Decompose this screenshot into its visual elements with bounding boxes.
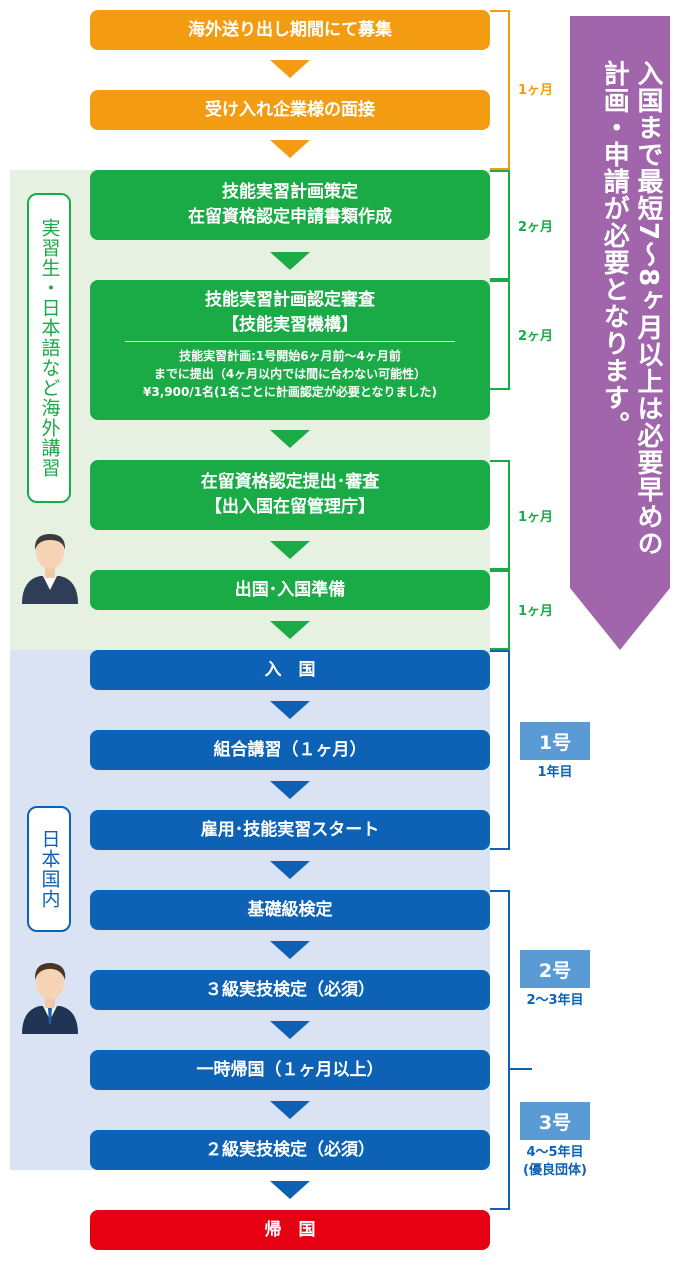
grade-2-badge: 2号 (520, 950, 590, 988)
grade-2-caption-text: 2〜3年目 (526, 993, 584, 1008)
down-arrow-icon (270, 60, 310, 78)
step-association-course: 組合講習（１ヶ月） (90, 730, 490, 770)
step-return-home-text: 帰 国 (264, 1219, 316, 1240)
grade-1-badge: 1号 (520, 722, 590, 760)
duration-label: 1ヶ月 (518, 510, 554, 525)
duration-bracket (490, 170, 510, 280)
grade-bracket (490, 650, 510, 850)
grade-3-caption: 4〜5年目 (優良団体) (500, 1144, 610, 1180)
down-arrow-icon (270, 252, 310, 270)
step-residence-application-line1: 在留資格認定提出･審査 (200, 472, 380, 493)
grade-3-caption-line2: (優良団体) (523, 1163, 587, 1179)
step-temporary-return-text: 一時帰国（１ヶ月以上） (196, 1059, 384, 1080)
grade-2-caption: 2〜3年目 (500, 992, 610, 1010)
step-grade2-exam: ２級実技検定（必須） (90, 1130, 490, 1170)
step-temporary-return: 一時帰国（１ヶ月以上） (90, 1050, 490, 1090)
step-plan-review: 技能実習計画認定審査 【技能実習機構】 技能実習計画:1号開始6ヶ月前〜4ヶ月前… (90, 280, 490, 420)
step-entry: 入 国 (90, 650, 490, 690)
duration-label: 2ヶ月 (518, 220, 554, 235)
step-residence-application-line2: 【出入国在留管理庁】 (205, 497, 375, 517)
down-arrow-icon (270, 701, 310, 719)
grade-divider-line (508, 1068, 532, 1070)
overseas-training-label-text: 実習生・日本語など海外講習 (38, 218, 61, 478)
step-employment-start-text: 雇用･技能実習スタート (200, 819, 380, 840)
person-icon (18, 528, 82, 604)
step-grade3-exam-text: ３級実技検定（必須） (205, 979, 375, 1000)
step-plan-review-note-line1: 技能実習計画:1号開始6ヶ月前〜4ヶ月前 (179, 349, 401, 364)
step-plan-preparation: 技能実習計画策定 在留資格認定申請書類作成 (90, 170, 490, 240)
step-basic-exam-text: 基礎級検定 (247, 899, 333, 920)
down-arrow-icon (270, 1021, 310, 1039)
down-arrow-icon (270, 621, 310, 639)
domestic-label-text: 日本国内 (38, 829, 61, 909)
duration-bracket (490, 460, 510, 570)
step-plan-preparation-line2: 在留資格認定申請書類作成 (188, 207, 392, 227)
step-plan-review-divider (125, 341, 455, 343)
step-plan-review-note: 技能実習計画:1号開始6ヶ月前〜4ヶ月前 までに提出（4ヶ月以内では間に合わない… (143, 347, 437, 401)
down-arrow-icon (270, 861, 310, 879)
step-recruitment-text: 海外送り出し期間にて募集 (188, 19, 392, 40)
down-arrow-icon (270, 140, 310, 158)
grade-1-caption: 1年目 (500, 764, 610, 782)
grade-3-badge: 3号 (520, 1102, 590, 1140)
duration-bracket (490, 280, 510, 390)
down-arrow-icon (270, 430, 310, 448)
down-arrow-icon (270, 781, 310, 799)
step-plan-review-note-line2: までに提出（4ヶ月以内では間に合わない可能性） (153, 367, 427, 382)
step-grade3-exam: ３級実技検定（必須） (90, 970, 490, 1010)
timeline-banner-arrow (570, 16, 670, 588)
step-entry-text: 入 国 (264, 659, 316, 680)
duration-label: 1ヶ月 (518, 604, 554, 619)
grade-3-caption-line1: 4〜5年目 (526, 1145, 584, 1160)
duration-label: 1ヶ月 (518, 83, 554, 98)
step-recruitment: 海外送り出し期間にて募集 (90, 10, 490, 50)
step-plan-review-line2: 【技能実習機構】 (222, 314, 358, 335)
person-icon (18, 958, 82, 1034)
duration-bracket (490, 570, 510, 650)
duration-bracket (490, 10, 510, 170)
down-arrow-icon (270, 941, 310, 959)
step-basic-exam: 基礎級検定 (90, 890, 490, 930)
step-departure-preparation-text: 出国･入国準備 (234, 579, 346, 600)
step-plan-preparation-line1: 技能実習計画策定 (222, 182, 358, 203)
step-interview: 受け入れ企業様の面接 (90, 90, 490, 130)
step-association-course-text: 組合講習（１ヶ月） (213, 739, 367, 760)
grade-1-caption-text: 1年目 (537, 765, 573, 780)
step-plan-review-note-line3: ¥3,900/1名(1名ごとに計画認定が必要となりました) (143, 385, 437, 400)
overseas-training-label: 実習生・日本語など海外講習 (27, 193, 71, 503)
timeline-banner-arrow-tip (570, 588, 670, 650)
step-plan-review-line1: 技能実習計画認定審査 (205, 290, 375, 310)
step-departure-preparation: 出国･入国準備 (90, 570, 490, 610)
domestic-label: 日本国内 (27, 806, 71, 932)
down-arrow-icon (270, 1181, 310, 1199)
step-grade2-exam-text: ２級実技検定（必須） (205, 1139, 375, 1160)
down-arrow-icon (270, 1101, 310, 1119)
step-residence-application: 在留資格認定提出･審査 【出入国在留管理庁】 (90, 460, 490, 530)
down-arrow-icon (270, 541, 310, 559)
step-employment-start: 雇用･技能実習スタート (90, 810, 490, 850)
step-return-home: 帰 国 (90, 1210, 490, 1250)
grade-bracket (490, 890, 510, 1210)
step-interview-text: 受け入れ企業様の面接 (205, 99, 375, 120)
duration-label: 2ヶ月 (518, 329, 554, 344)
timeline-banner-text: 入国まで最短7〜8ヶ月以上は必要早めの計画・申請が必要となります。 (599, 60, 663, 558)
